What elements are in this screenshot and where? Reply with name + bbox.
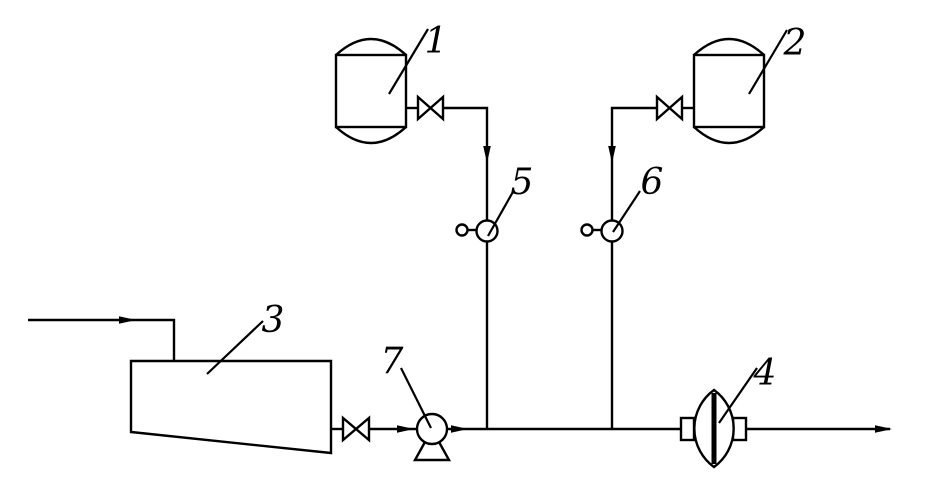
flow-arrow-down-left-icon bbox=[483, 146, 491, 163]
leader-line-3 bbox=[206, 320, 264, 375]
vessel-1-body bbox=[334, 53, 408, 129]
filter-4 bbox=[679, 388, 748, 469]
flow-arrow-inlet-icon bbox=[119, 316, 136, 324]
label-pump: 7 bbox=[381, 341, 404, 382]
valve-vessel2-icon bbox=[655, 94, 684, 122]
pump-7-casing bbox=[415, 412, 449, 446]
flow-arrows bbox=[119, 146, 892, 433]
filter-4-left-flange bbox=[679, 416, 696, 442]
vessel-2-body bbox=[692, 53, 766, 129]
doser-6-pilot bbox=[580, 223, 594, 237]
flow-arrow-down-right-icon bbox=[608, 146, 616, 163]
leader-lines bbox=[206, 28, 788, 429]
flow-arrow-after-pump-icon bbox=[451, 425, 468, 433]
vessel-2 bbox=[692, 37, 766, 145]
filter-4-right-flange bbox=[731, 416, 748, 442]
flow-arrow-outlet-icon bbox=[875, 425, 892, 433]
pump-7 bbox=[412, 412, 452, 462]
pump-7-base bbox=[412, 441, 452, 462]
vessel-1-top-head bbox=[335, 37, 407, 56]
label-tank: 3 bbox=[262, 300, 285, 341]
vessel-2-top-head bbox=[693, 37, 765, 56]
label-vessel-left: 1 bbox=[425, 21, 448, 62]
label-doser-left: 5 bbox=[511, 162, 534, 203]
doser-5-body bbox=[475, 219, 499, 243]
vessel-1-bottom-head bbox=[335, 126, 407, 145]
label-doser-right: 6 bbox=[641, 162, 664, 203]
doser-6 bbox=[580, 219, 624, 243]
tank-3-body bbox=[129, 359, 333, 455]
label-filter: 4 bbox=[753, 353, 777, 394]
valve-tank-outlet-icon bbox=[341, 415, 371, 443]
pipe-valve1-downcomer bbox=[443, 106, 489, 429]
pipe-feed-inlet bbox=[28, 318, 176, 361]
flow-arrow-before-pump-icon bbox=[397, 425, 414, 433]
leader-line-5 bbox=[487, 189, 515, 237]
component-labels: 1 2 3 4 5 6 7 bbox=[262, 21, 807, 394]
vessel-1 bbox=[334, 37, 408, 145]
leader-line-7 bbox=[400, 367, 432, 429]
label-vessel-right: 2 bbox=[783, 23, 807, 64]
leader-line-2 bbox=[748, 29, 788, 95]
doser-5 bbox=[455, 219, 499, 243]
leader-line-1 bbox=[388, 28, 429, 95]
leader-line-6 bbox=[612, 190, 641, 233]
valves bbox=[341, 94, 684, 443]
pipe-valve2-downcomer bbox=[610, 106, 657, 429]
valve-vessel1-icon bbox=[416, 94, 445, 122]
leader-line-4 bbox=[718, 367, 758, 424]
vessel-2-bottom-head bbox=[693, 126, 765, 145]
doser-5-pilot bbox=[455, 223, 469, 237]
